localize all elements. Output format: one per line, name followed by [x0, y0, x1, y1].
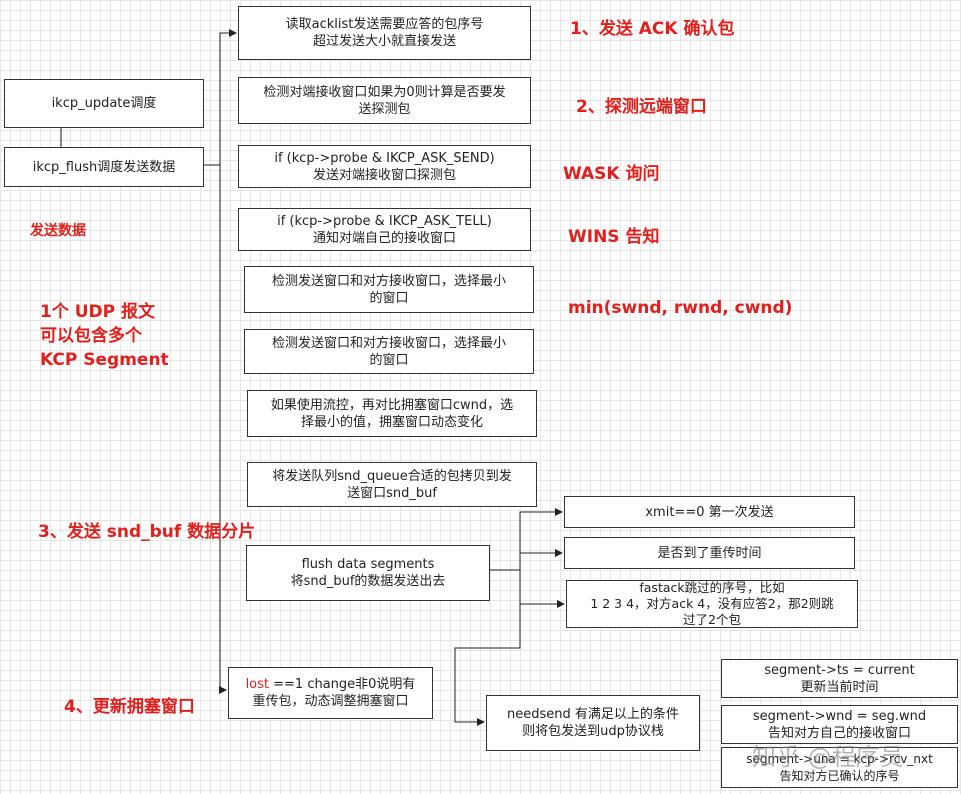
flush-data-box: flush data segments 将snd_buf的数据发送出去: [246, 545, 490, 601]
flush-to-xmit-arrow: [490, 508, 563, 571]
lost-description: ==1 change非0说明有 重传包，动态调整拥塞窗口: [252, 677, 416, 709]
to-needsend-arrow: [454, 604, 521, 726]
lost-keyword: lost: [245, 677, 269, 692]
ack-step-box: 读取acklist发送需要应答的包序号 超过发送大小就直接发送: [238, 6, 531, 60]
segment-una-box: segment->una = kcp->rcv_nxt 告知对方已确认的序号: [721, 747, 958, 788]
probe-step-box: 检测对端接收窗口如果为0则计算是否要发 送探测包: [238, 77, 531, 124]
snd-queue-box: 将发送队列snd_queue合适的包拷贝到发 送窗口snd_buf: [247, 462, 537, 507]
udp-note: 1个 UDP 报文 可以包含多个 KCP Segment: [40, 302, 169, 370]
cwnd-step-box: 如果使用流控，再对比拥塞窗口cwnd，选 择最小的值，拥塞窗口动态变化: [247, 390, 537, 437]
segment-ts-box: segment->ts = current 更新当前时间: [721, 659, 958, 698]
min-window-box-2: 检测发送窗口和对方接收窗口，选择最小 的窗口: [244, 329, 534, 374]
lost-step-box: lost ==1 change非0说明有 重传包，动态调整拥塞窗口: [228, 667, 433, 719]
segment-wnd-box: segment->wnd = seg.wnd 告知对方自己的接收窗口: [721, 705, 958, 744]
needsend-box: needsend 有满足以上的条件 则将包发送到udp协议栈: [486, 695, 700, 751]
ikcp-update-box: ikcp_update调度: [4, 79, 204, 128]
annotation-send-ack: 1、发送 ACK 确认包: [570, 19, 735, 39]
min-window-box-1: 检测发送窗口和对方接收窗口，选择最小 的窗口: [244, 266, 534, 313]
ikcp-flush-box: ikcp_flush调度发送数据: [4, 147, 204, 187]
resend-time-box: 是否到了重传时间: [564, 537, 855, 569]
wask-step-box: if (kcp->probe & IKCP_ASK_SEND) 发送对端接收窗口…: [238, 145, 531, 188]
flush-to-ack-arrow: [204, 29, 237, 166]
wins-step-box: if (kcp->probe & IKCP_ASK_TELL) 通知对端自己的接…: [238, 208, 531, 251]
annotation-probe-window: 2、探测远端窗口: [576, 97, 707, 117]
annotation-min-window: min(swnd, rwnd, cwnd): [568, 298, 793, 318]
xmit-box: xmit==0 第一次发送: [564, 496, 855, 528]
annotation-wins: WINS 告知: [568, 227, 660, 247]
send-data-label: 发送数据: [30, 223, 86, 239]
zhihu-watermark: 知乎 @程序员: [752, 743, 904, 771]
fastack-box: fastack跳过的序号，比如 1 2 3 4，对方ack 4，没有应答2，那2…: [566, 580, 858, 628]
annotation-send-snd-buf: 3、发送 snd_buf 数据分片: [38, 522, 256, 542]
annotation-update-cwnd: 4、更新拥塞窗口: [64, 697, 195, 717]
flush-to-fastack-arrow: [519, 570, 565, 608]
flush-to-lost-arrow: [219, 165, 227, 694]
annotation-wask: WASK 询问: [563, 164, 660, 184]
